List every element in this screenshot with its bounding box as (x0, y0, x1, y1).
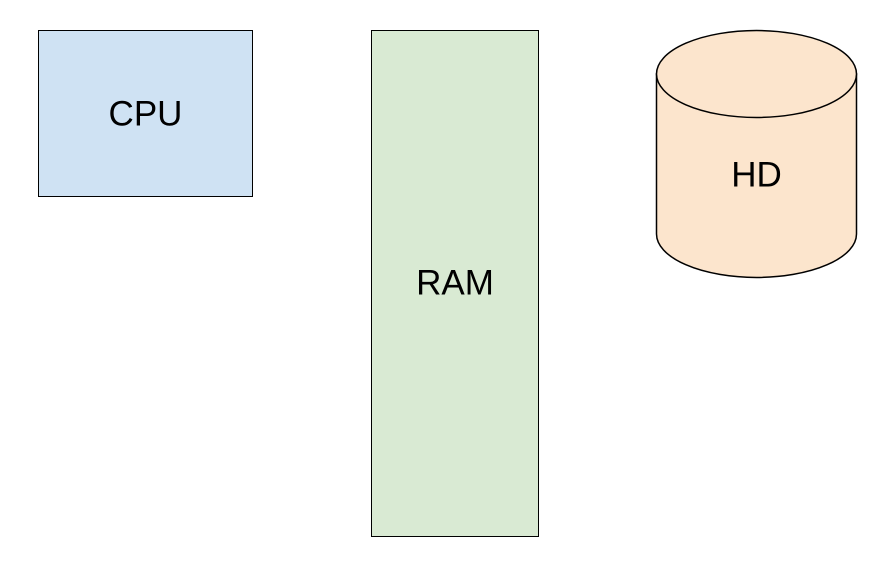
hd-node: HD (655, 29, 858, 279)
ram-label: RAM (416, 263, 494, 302)
ram-node: RAM (371, 30, 539, 537)
cpu-label: CPU (109, 94, 183, 133)
cpu-node: CPU (38, 30, 253, 197)
hd-cylinder-body (655, 73, 858, 279)
ram-box (371, 30, 539, 537)
hd-cylinder-top (655, 29, 858, 119)
cpu-box (38, 30, 253, 197)
hd-label: HD (731, 155, 782, 194)
